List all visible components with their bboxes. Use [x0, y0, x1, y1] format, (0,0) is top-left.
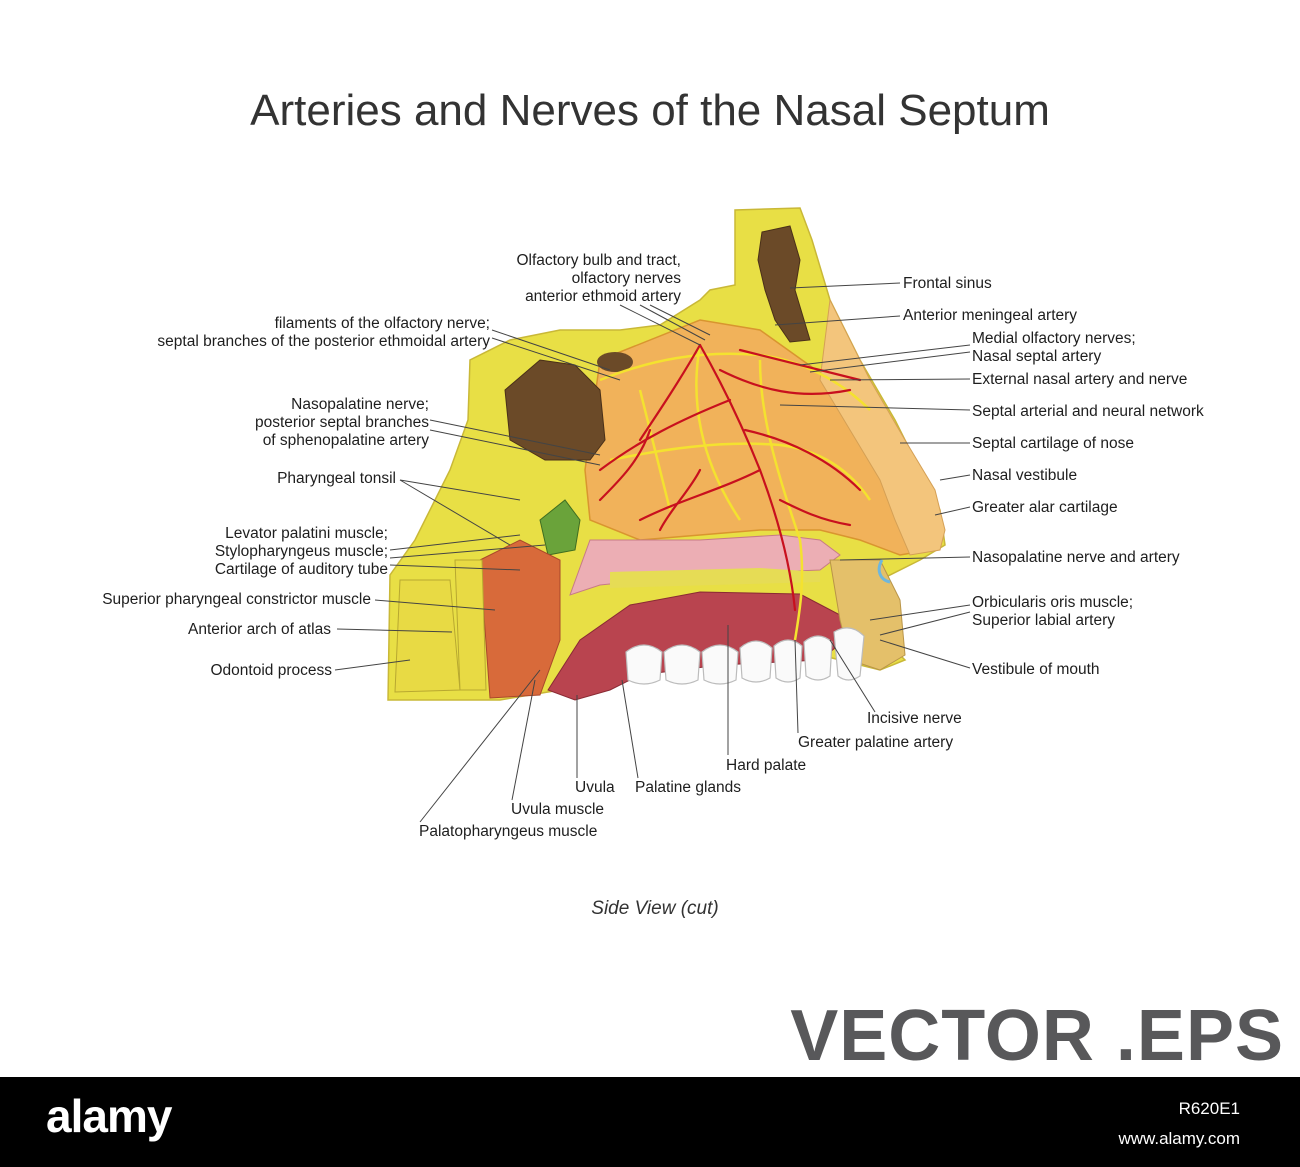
stock-footer: alamy R620E1 www.alamy.com	[0, 1077, 1300, 1167]
odontoid	[454, 559, 487, 691]
label-olfactory-bulb: Olfactory bulb and tract, olfactory nerv…	[516, 252, 681, 305]
label-levator-palatini: Levator palatini muscle; Stylopharyngeus…	[214, 525, 388, 578]
artery-network	[598, 343, 862, 612]
nasal-septum	[584, 319, 936, 556]
sphenoid-sinus	[504, 359, 606, 461]
label-palatine-glands: Palatine glands	[635, 779, 741, 796]
site-url: www.alamy.com	[1118, 1129, 1240, 1148]
label-greater-palatine: Greater palatine artery	[798, 734, 954, 751]
label-greater-alar: Greater alar cartilage	[972, 499, 1118, 516]
label-external-nasal: External nasal artery and nerve	[972, 371, 1188, 388]
hard-palate-bone	[610, 568, 820, 588]
nose-skin	[819, 298, 946, 556]
label-anterior-arch: Anterior arch of atlas	[187, 621, 331, 638]
label-hard-palate: Hard palate	[726, 757, 807, 774]
page-title: Arteries and Nerves of the Nasal Septum	[250, 86, 1050, 135]
label-nasopalatine-artery: Nasopalatine nerve and artery	[972, 549, 1180, 566]
small-sinus	[597, 352, 633, 372]
pharynx-muscle	[479, 539, 561, 699]
label-orbicularis: Orbicularis oris muscle; Superior labial…	[972, 594, 1134, 629]
brand-logo: alamy	[46, 1090, 172, 1142]
label-septal-cartilage: Septal cartilage of nose	[972, 435, 1134, 452]
label-olfactory-filaments: filaments of the olfactory nerve; septal…	[157, 315, 490, 350]
label-superior-constrictor: Superior pharyngeal constrictor muscle	[102, 591, 371, 608]
nerve-network	[599, 344, 872, 641]
label-vestibule-mouth: Vestibule of mouth	[972, 661, 1100, 678]
label-odontoid: Odontoid process	[210, 662, 333, 679]
label-palatopharyngeus: Palatopharyngeus muscle	[419, 823, 598, 840]
label-frontal-sinus: Frontal sinus	[903, 275, 992, 292]
view-caption: Side View (cut)	[591, 898, 719, 919]
vector-eps-watermark: VECTOR .EPS	[790, 996, 1284, 1076]
label-septal-network: Septal arterial and neural network	[972, 403, 1204, 420]
label-nasopalatine-posterior: Nasopalatine nerve; posterior septal bra…	[254, 396, 429, 449]
pharyngeal-tonsil	[539, 499, 581, 556]
blue-arrow-icon	[877, 559, 891, 584]
leader-lines	[334, 282, 971, 823]
label-anterior-meningeal: Anterior meningeal artery	[903, 307, 1078, 324]
stock-id: R620E1	[1178, 1099, 1240, 1118]
frontal-sinus	[757, 225, 811, 343]
label-nasal-vestibule: Nasal vestibule	[972, 467, 1078, 484]
label-uvula: Uvula	[575, 779, 615, 796]
label-incisive-nerve: Incisive nerve	[867, 710, 962, 727]
label-uvula-muscle: Uvula muscle	[511, 801, 605, 818]
atlas	[394, 579, 461, 693]
label-pharyngeal-tonsil: Pharyngeal tonsil	[277, 470, 396, 487]
label-medial-olfactory: Medial olfactory nerves; Nasal septal ar…	[972, 330, 1136, 365]
